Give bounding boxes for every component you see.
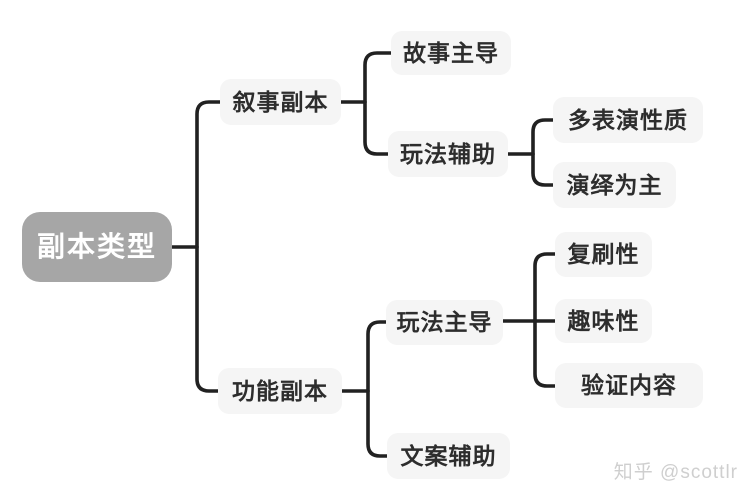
connector-root-bracket — [195, 100, 222, 393]
node-label: 复刷性 — [567, 241, 640, 267]
connector-functional-bracket — [366, 320, 389, 458]
node-label: 玩法辅助 — [400, 140, 496, 167]
node-content-validation[interactable]: 验证内容 — [555, 363, 703, 408]
node-label: 演绎为主 — [566, 171, 663, 198]
connector-gameplay-led-bracket — [533, 252, 557, 388]
node-label: 功能副本 — [232, 377, 328, 404]
node-label: 多表演性质 — [568, 106, 688, 133]
node-label: 验证内容 — [581, 372, 677, 398]
node-narrative-dungeon[interactable]: 叙事副本 — [220, 79, 341, 125]
node-label: 趣味性 — [567, 307, 640, 334]
connector-narrative-bracket — [363, 51, 393, 156]
node-label: 叙事副本 — [232, 88, 329, 115]
node-root-dungeon-type[interactable]: 副本类型 — [22, 212, 172, 282]
node-label: 故事主导 — [403, 39, 499, 66]
node-replayability[interactable]: 复刷性 — [555, 232, 652, 277]
node-multi-performance[interactable]: 多表演性质 — [553, 97, 703, 143]
node-fun[interactable]: 趣味性 — [555, 299, 652, 343]
node-label: 玩法主导 — [396, 309, 493, 335]
node-functional-dungeon[interactable]: 功能副本 — [218, 368, 342, 414]
node-gameplay-led[interactable]: 玩法主导 — [386, 300, 503, 345]
node-story-led[interactable]: 故事主导 — [391, 31, 511, 75]
node-label: 文案辅助 — [400, 442, 497, 469]
node-root-label: 副本类型 — [36, 231, 157, 262]
node-acting-main[interactable]: 演绎为主 — [553, 162, 676, 208]
node-copy-assist[interactable]: 文案辅助 — [387, 433, 510, 479]
zhihu-watermark: 知乎 @scottlr — [613, 462, 738, 483]
node-gameplay-assist[interactable]: 玩法辅助 — [388, 131, 508, 177]
connector-gameplay-assist-bracket — [531, 118, 555, 187]
